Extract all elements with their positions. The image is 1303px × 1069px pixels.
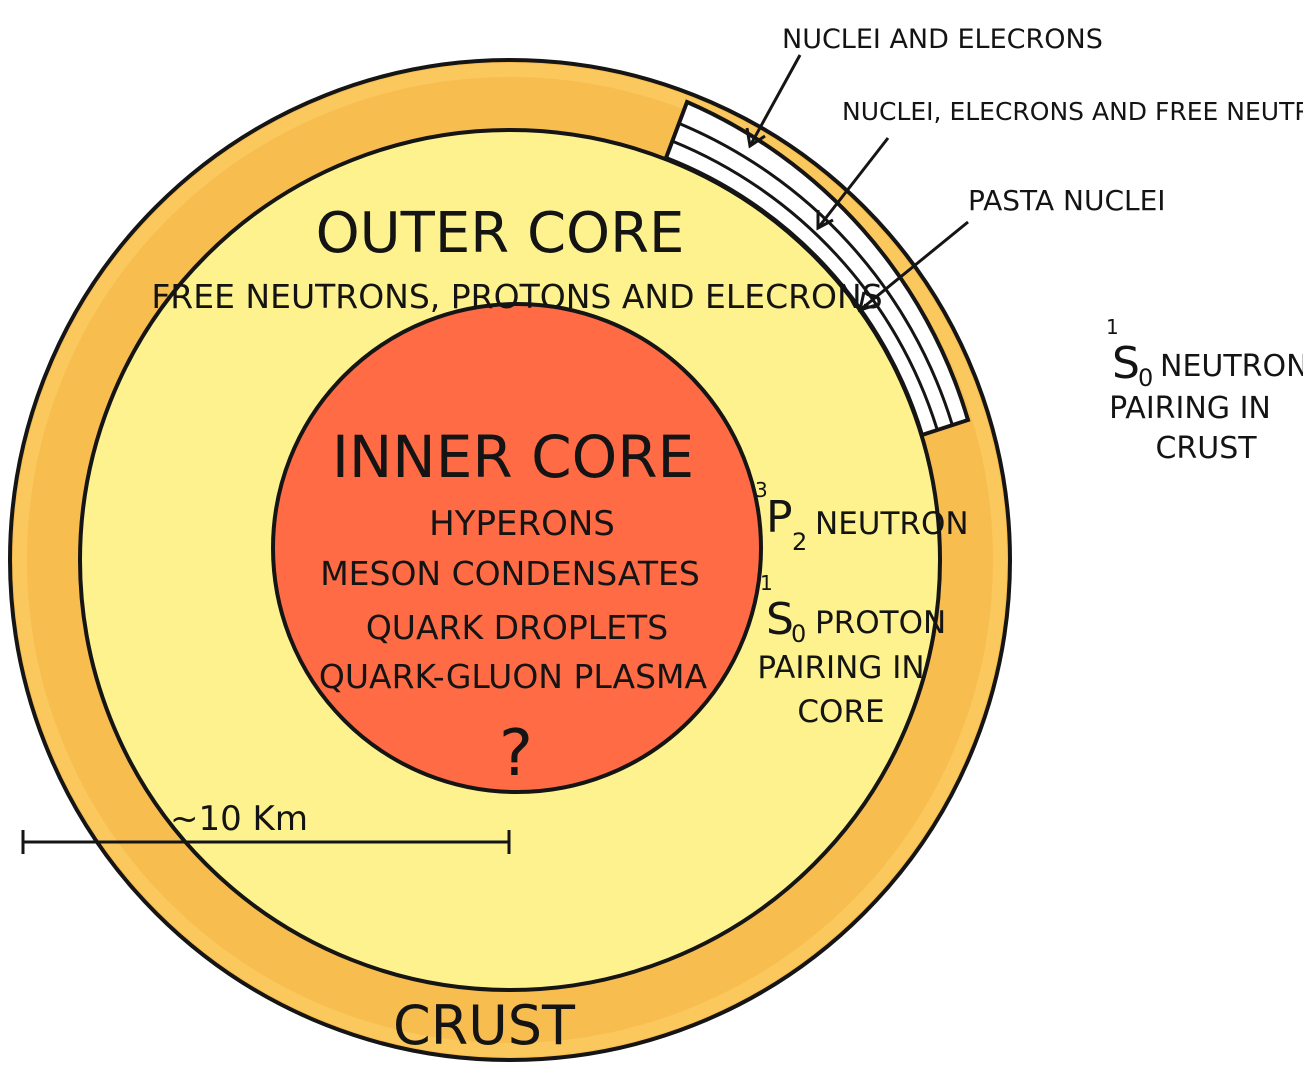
s0-core-line2: pairing in — [757, 650, 924, 686]
inner-core — [271, 302, 763, 794]
arrow-pasta-nuclei — [857, 220, 969, 313]
scale-bar — [21, 830, 511, 854]
label-3p2-neutron: 3 P 2 neutron — [755, 478, 969, 556]
inner-core-item: Meson condensates — [320, 554, 700, 593]
s0-crust-subscript: 0 — [1138, 364, 1153, 392]
s0-crust-symbol: S — [1112, 338, 1140, 389]
crust-label: Crust — [393, 994, 576, 1057]
s0-core-symbol: S — [766, 594, 794, 645]
outer-core-title: Outer core — [316, 201, 685, 266]
inner-core-item: Hyperons — [429, 504, 615, 544]
s0-core-text: proton — [815, 605, 946, 641]
label-pasta-nuclei: Pasta nuclei — [968, 184, 1166, 217]
label-1s0-neutron-crust: 1 S 0 neutron pairing in crust — [1106, 315, 1303, 466]
label-nuclei-electrons: Nuclei and elecrons — [782, 24, 1103, 55]
p2-superscript: 3 — [755, 478, 768, 502]
s0-core-superscript: 1 — [760, 571, 773, 595]
scale-label: ~10 Km — [170, 799, 308, 839]
label-1s0-proton: 1 S 0 proton pairing in core — [757, 571, 946, 730]
outer-core-subtitle: Free neutrons, protons and elecrons — [151, 277, 882, 316]
p2-text: neutron — [815, 506, 969, 542]
inner-core-question: ? — [499, 717, 533, 791]
arrow-nuclei-electrons-neutrons — [816, 137, 890, 231]
s0-crust-line3: crust — [1155, 431, 1257, 466]
inner-core-title: Inner core — [332, 423, 694, 491]
crust-layers-segment — [663, 99, 971, 438]
inner-core-item: Quark-gluon plasma — [319, 657, 708, 696]
arrow-nuclei-electrons — [745, 54, 802, 149]
s0-crust-text: neutron — [1160, 349, 1303, 384]
label-nuclei-electrons-neutrons: Nuclei, elecrons and free neutrons — [842, 97, 1303, 126]
p2-symbol: P — [766, 492, 793, 543]
crust-rim — [13, 63, 1007, 1057]
s0-core-line3: core — [797, 694, 884, 730]
p2-subscript: 2 — [792, 528, 807, 556]
s0-crust-superscript: 1 — [1106, 315, 1119, 339]
inner-core-item: Quark droplets — [366, 608, 668, 647]
s0-crust-line2: pairing in — [1109, 391, 1271, 426]
s0-core-subscript: 0 — [791, 620, 806, 648]
